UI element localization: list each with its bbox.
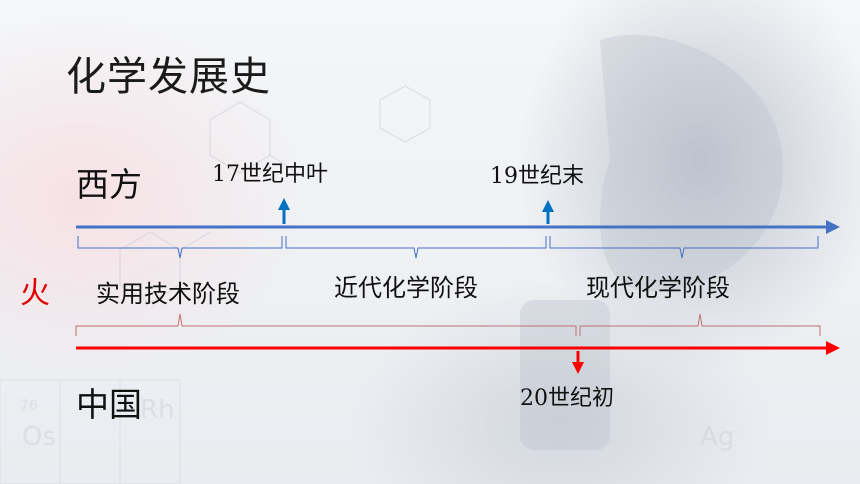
region-label-china: 中国 xyxy=(76,385,142,424)
china-timeline-axis xyxy=(76,341,840,355)
svg-text:Os: Os xyxy=(22,422,56,452)
svg-text:Rh: Rh xyxy=(140,395,175,425)
marker-arrow-20th-century xyxy=(572,351,584,374)
marker-arrow-19th-century xyxy=(542,200,554,224)
marker-label-20th-century: 20世纪初 xyxy=(520,386,614,411)
marker-arrow-17th-century xyxy=(278,198,290,224)
west-stage-braces xyxy=(77,236,819,259)
svg-text:76: 76 xyxy=(20,398,38,414)
svg-text:Ag: Ag xyxy=(700,422,734,452)
stage-label-practical: 实用技术阶段 xyxy=(96,280,240,308)
page-title: 化学发展史 xyxy=(66,54,271,100)
marker-label-19th-century: 19世纪末 xyxy=(490,164,584,189)
china-stage-braces xyxy=(75,313,821,336)
west-timeline-axis xyxy=(76,220,840,234)
fire-label: 火 xyxy=(20,276,50,311)
stage-label-modern-early: 近代化学阶段 xyxy=(334,274,478,302)
marker-label-17th-century: 17世纪中叶 xyxy=(212,162,328,187)
stage-label-contemporary: 现代化学阶段 xyxy=(586,274,730,302)
region-label-west: 西方 xyxy=(76,165,142,204)
